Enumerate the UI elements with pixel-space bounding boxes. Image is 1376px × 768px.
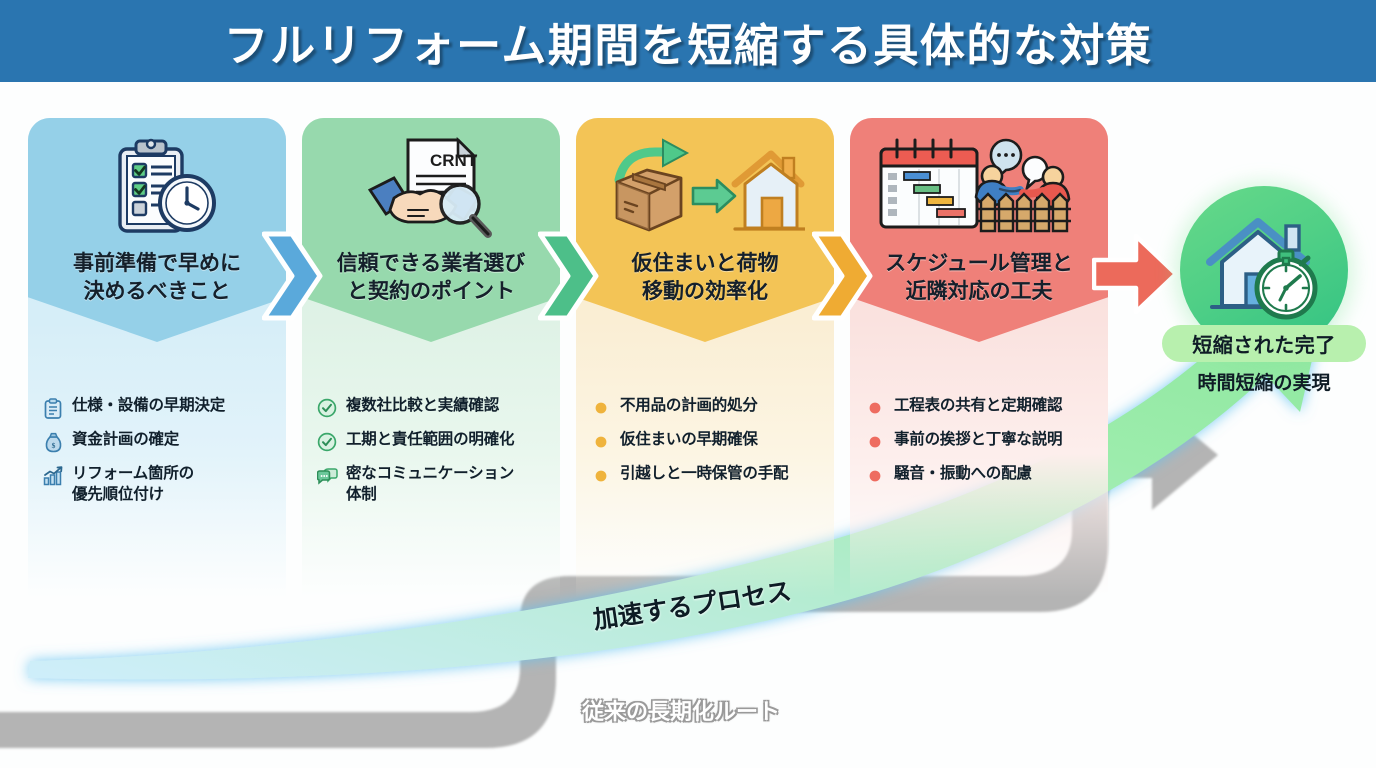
list-item[interactable]: $ 資金計画の確定	[42, 430, 278, 453]
check-circle-icon	[316, 397, 338, 419]
house-stopwatch-icon	[1202, 212, 1326, 329]
list-item[interactable]: 工程表の共有と定期確認	[864, 396, 1100, 419]
list-item[interactable]: 工期と責任範囲の明確化	[316, 430, 552, 453]
list-item[interactable]: 不用品の計画的処分	[590, 396, 826, 419]
step-card-3-bullets: 不用品の計画的処分 仮住まいの早期確保 引越しと一時保管の手配	[590, 396, 826, 498]
list-item-label: 工程表の共有と定期確認	[894, 397, 1063, 414]
result-badge: 短縮された完了	[1162, 325, 1366, 362]
dot-bullet-icon	[864, 431, 886, 453]
list-item-label: 複数社比較と実績確認	[346, 397, 500, 414]
check-circle-icon	[316, 431, 338, 453]
step-card-2-bullets: 複数社比較と実績確認 工期と責任範囲の明確化	[316, 396, 552, 516]
list-item-label: 仮住まいの早期確保	[620, 431, 758, 448]
step-card-1-bullets: 仕様・設備の早期決定 $ 資金計画の確定	[42, 396, 278, 516]
list-item-label: 密なコミュニケーション 体制	[346, 465, 514, 503]
list-item[interactable]: 複数社比較と実績確認	[316, 396, 552, 419]
moving-box-to-house-icon	[576, 134, 834, 246]
list-item[interactable]: 仕様・設備の早期決定	[42, 396, 278, 419]
clipboard-checklist-clock-icon	[28, 134, 286, 246]
list-item-label: 引越しと一時保管の手配	[620, 465, 789, 482]
step-card-2[interactable]: CRNT 信頼できる業者選び と契約のポイント	[302, 118, 560, 598]
dot-bullet-icon	[590, 431, 612, 453]
list-item-label: 騒音・振動への配慮	[894, 465, 1032, 482]
connector-arrow-2	[537, 228, 600, 324]
list-item-label: 工期と責任範囲の明確化	[346, 431, 515, 448]
dot-bullet-icon	[590, 465, 612, 487]
title-bar: フルリフォーム期間を短縮する具体的な対策	[0, 0, 1376, 82]
list-item-label: 不用品の計画的処分	[620, 397, 758, 414]
step-card-3-title: 仮住まいと荷物 移動の効率化	[631, 252, 779, 303]
gantt-calendar-neighbors-icon	[850, 134, 1108, 246]
growth-chart-icon	[42, 465, 64, 487]
list-item[interactable]: 事前の挨拶と丁寧な説明	[864, 430, 1100, 453]
clipboard-icon	[42, 397, 64, 419]
list-item-label: リフォーム箇所の 優先順位付け	[72, 465, 194, 503]
page-title: フルリフォーム期間を短縮する具体的な対策	[223, 19, 1153, 71]
list-item[interactable]: 騒音・振動への配慮	[864, 464, 1100, 487]
list-item[interactable]: リフォーム箇所の 優先順位付け	[42, 464, 278, 505]
step-card-2-title: 信頼できる業者選び と契約のポイント	[336, 252, 526, 303]
list-item[interactable]: 密なコミュニケーション 体制	[316, 464, 552, 505]
result-node[interactable]: 短縮された完了 時間短縮の実現	[1156, 172, 1372, 408]
dot-bullet-icon	[590, 397, 612, 419]
list-item[interactable]: 仮住まいの早期確保	[590, 430, 826, 453]
list-item-label: 資金計画の確定	[72, 431, 180, 448]
step-card-1-title: 事前準備で早めに 決めるべきこと	[73, 252, 241, 303]
money-bag-icon: $	[42, 431, 64, 453]
connector-arrow-1	[261, 228, 324, 324]
result-subtitle: 時間短縮の実現	[1197, 373, 1331, 394]
list-item-label: 事前の挨拶と丁寧な説明	[894, 431, 1063, 448]
dot-bullet-icon	[864, 465, 886, 487]
list-item[interactable]: 引越しと一時保管の手配	[590, 464, 826, 487]
step-card-1[interactable]: 事前準備で早めに 決めるべきこと 仕様・設備の早期決定	[28, 118, 286, 598]
legacy-route-label: 従来の長期化ルート	[582, 699, 781, 724]
contract-label: CRNT	[430, 151, 478, 170]
connector-arrow-3	[811, 228, 874, 324]
handshake-contract-magnifier-icon: CRNT	[302, 134, 560, 246]
step-card-4-bullets: 工程表の共有と定期確認 事前の挨拶と丁寧な説明 騒音・振動への配慮	[864, 396, 1100, 498]
step-card-4[interactable]: スケジュール管理と 近隣対応の工夫 工程表の共有と定期確認 事前の挨拶と丁寧な説…	[850, 118, 1108, 598]
dot-bullet-icon	[864, 397, 886, 419]
list-item-label: 仕様・設備の早期決定	[72, 397, 226, 414]
step-card-3[interactable]: 仮住まいと荷物 移動の効率化 不用品の計画的処分 仮住まいの早期確保 引越しと一…	[576, 118, 834, 598]
chat-bubbles-icon	[316, 465, 338, 487]
svg-text:$: $	[51, 441, 55, 450]
step-card-4-title: スケジュール管理と 近隣対応の工夫	[885, 252, 1073, 303]
